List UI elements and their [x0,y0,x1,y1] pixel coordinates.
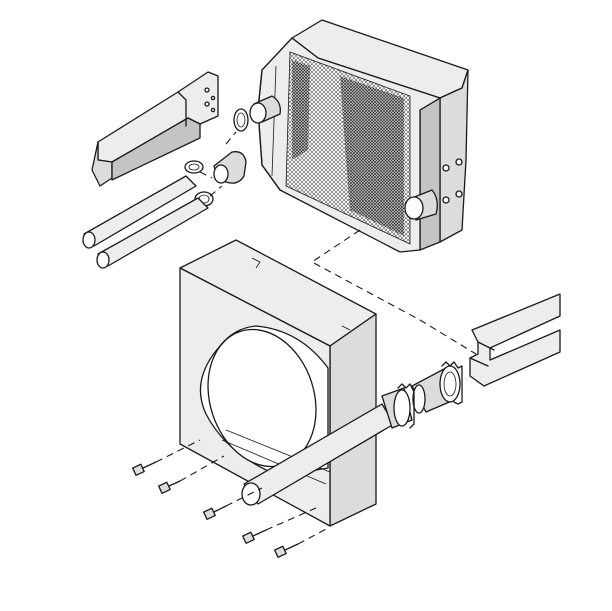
frame-rail [469,293,561,387]
cooler-inlet-pipe [233,95,281,132]
outlet-tube [241,383,415,506]
bolt-1 [132,461,157,476]
bolt-3 [203,505,227,520]
bolt-2 [158,480,181,494]
tube-fitting [411,361,463,414]
assembly-leader-lines [155,131,477,545]
mounting-bracket-upper [91,71,219,187]
cooler-core [233,19,469,253]
hose-clamps [184,151,247,207]
shroud-bolts [132,461,299,558]
cooler-outlet-pipe [404,189,438,221]
bolt-4 [242,529,267,544]
bolt-5 [274,543,299,558]
hose-pair [82,175,209,269]
